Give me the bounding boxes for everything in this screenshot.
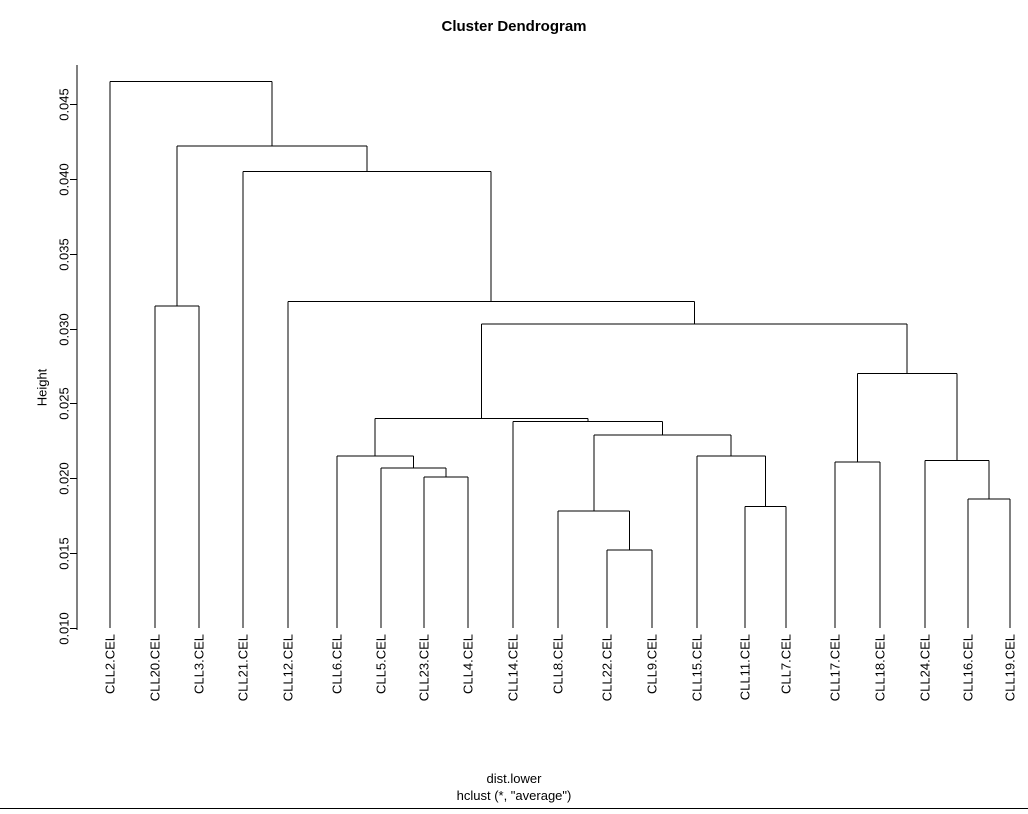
leaf-label: CLL15.CEL — [690, 634, 705, 701]
leaf-label: CLL24.CEL — [918, 634, 933, 701]
y-axis: 0.045 0.040 0.035 0.030 0.025 0.020 0.015 0.010 — [57, 65, 78, 645]
y-tick-label: 0.020 — [57, 462, 72, 495]
y-tick-label: 0.025 — [57, 387, 72, 420]
leaf-label: CLL12.CEL — [281, 634, 296, 701]
leaf-label: CLL3.CEL — [192, 634, 207, 694]
bottom-rule — [0, 808, 1028, 809]
y-tick-label: 0.035 — [57, 238, 72, 271]
leaf-label: CLL14.CEL — [506, 634, 521, 701]
page-title: Cluster Dendrogram — [441, 18, 587, 35]
leaf-label: CLL8.CEL — [551, 634, 566, 694]
leaf-label: CLL23.CEL — [417, 634, 432, 701]
plot-caption: dist.lower hclust (*, "average") — [0, 770, 1028, 804]
leaf-label: CLL6.CEL — [330, 634, 345, 694]
y-tick-label: 0.015 — [57, 537, 72, 570]
leaf-label: CLL11.CEL — [738, 634, 753, 700]
y-tick-label: 0.030 — [57, 313, 72, 346]
leaf-label: CLL2.CEL — [103, 634, 118, 694]
leaf-label: CLL20.CEL — [148, 634, 163, 701]
caption-line-1: dist.lower — [486, 771, 542, 786]
caption-line-2: hclust (*, "average") — [456, 788, 572, 803]
y-tick-label: 0.040 — [57, 163, 72, 196]
leaf-label: CLL5.CEL — [374, 634, 389, 694]
leaf-label: CLL21.CEL — [236, 634, 251, 701]
y-tick-label: 0.045 — [57, 88, 72, 121]
leaf-label: CLL18.CEL — [873, 634, 888, 701]
dendrogram-tree — [109, 81, 1011, 628]
y-tick-label: 0.010 — [57, 612, 72, 645]
leaf-label: CLL16.CEL — [961, 634, 976, 701]
leaf-label: CLL7.CEL — [779, 634, 794, 694]
leaf-labels: CLL2.CEL CLL20.CEL CLL3.CEL CLL21.CEL CLL12.… — [103, 634, 1018, 701]
leaf-label: CLL19.CEL — [1003, 634, 1018, 701]
leaf-label: CLL22.CEL — [600, 634, 615, 701]
leaf-label: CLL17.CEL — [828, 634, 843, 701]
leaf-label: CLL9.CEL — [645, 634, 660, 694]
leaf-label: CLL4.CEL — [461, 634, 476, 694]
